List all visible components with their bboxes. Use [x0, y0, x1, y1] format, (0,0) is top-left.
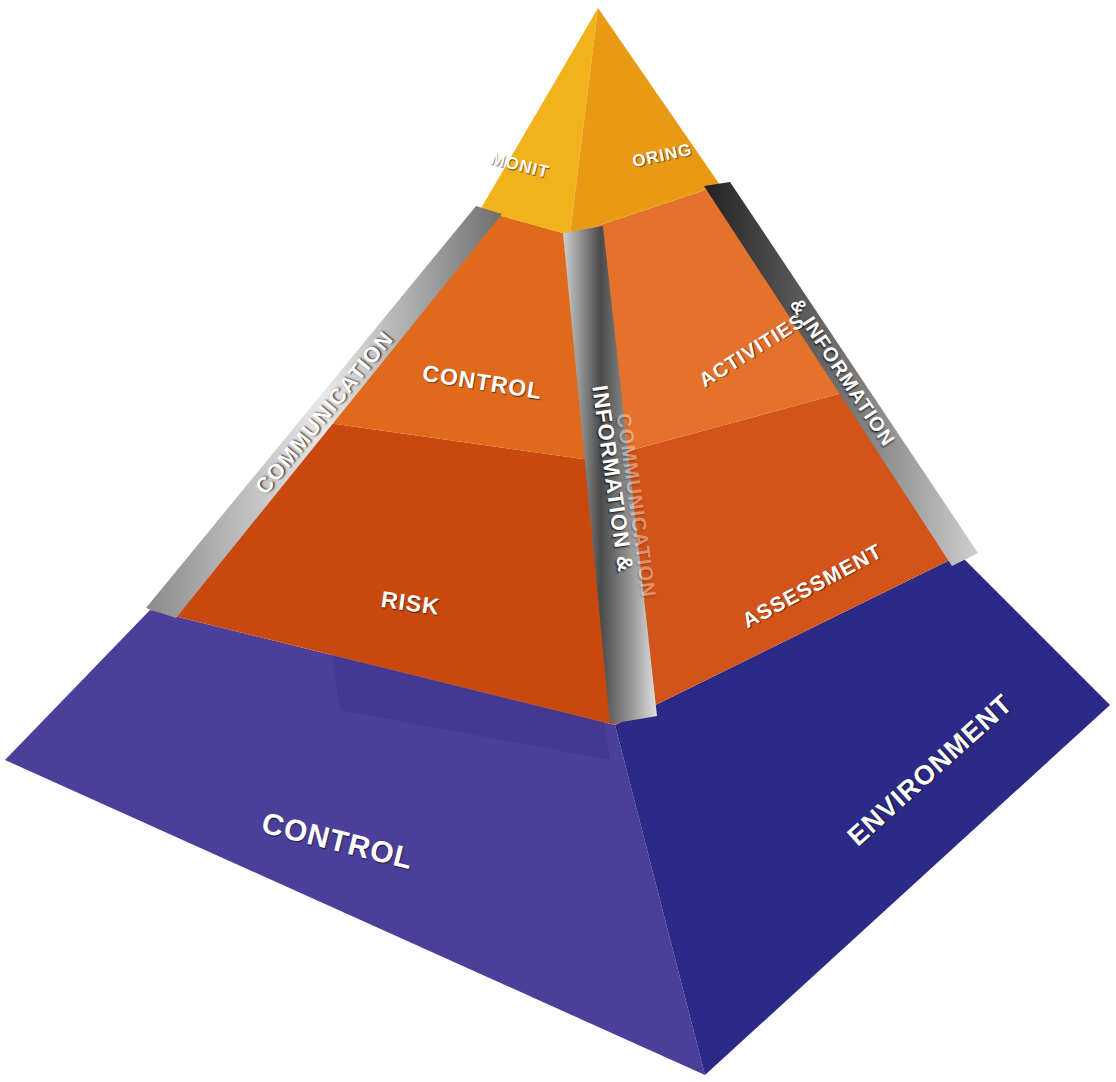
band-label-holder: CONTROL	[259, 805, 418, 876]
band-label: CONTROL	[420, 360, 543, 405]
band-label: ASSESSMENT	[738, 539, 885, 632]
band-label: RISK	[379, 586, 441, 620]
band-label-holder: RISK	[379, 586, 441, 621]
band-label-holder: ORING	[630, 139, 694, 171]
band-label: ORING	[630, 139, 693, 170]
band-label-holder: CONTROL	[420, 360, 543, 406]
band-label-holder: ENVIRONMENT	[841, 689, 1018, 853]
band-label: MONIT	[489, 149, 552, 182]
band-label: CONTROL	[259, 805, 418, 875]
band-label: ACTIVITIES	[695, 309, 808, 391]
band-label: ENVIRONMENT	[841, 689, 1018, 852]
band-label-holder: ASSESSMENT	[738, 539, 886, 633]
band-label-holder: MONIT	[489, 149, 552, 183]
band-label-holder: ACTIVITIES	[695, 309, 809, 392]
